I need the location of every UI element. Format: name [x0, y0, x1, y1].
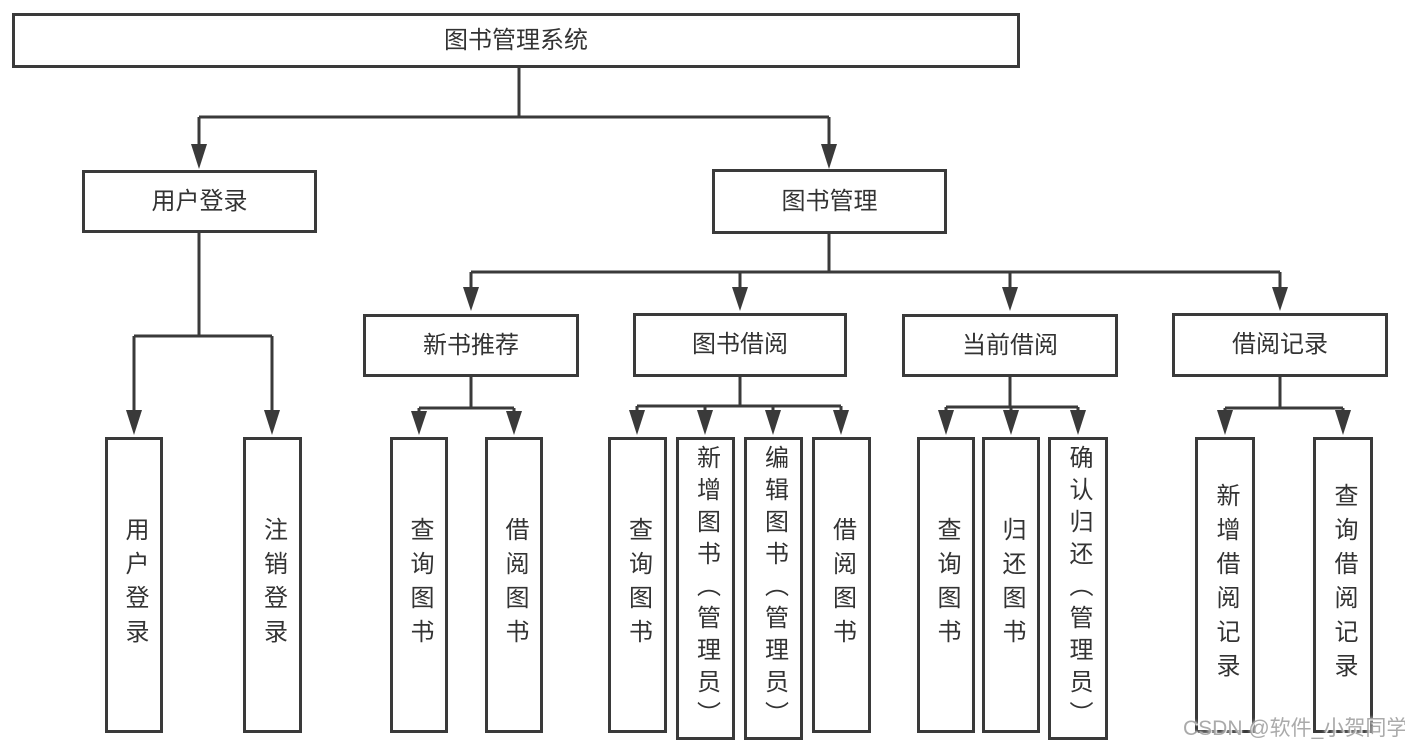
connector-line [635, 377, 843, 413]
arrowhead-rec-borrow-books [506, 411, 522, 435]
leaf-rec-borrow-books: 借阅图书 [485, 437, 543, 733]
leaf-rec-query-books: 查询图书 [390, 437, 448, 733]
connector-book-borrowing-children [629, 377, 849, 435]
connector-current-borrowing-children [938, 377, 1086, 435]
arrowhead-book-borrowing [732, 287, 748, 311]
leaf-logout: 注销登录 [243, 437, 302, 733]
leaf-recs-query-record: 查询借阅记录 [1313, 437, 1373, 733]
arrowhead-cur-confirm-return [1070, 410, 1086, 435]
node-book-management: 图书管理 [712, 169, 947, 234]
node-root: 图书管理系统 [12, 13, 1020, 68]
connector-new-book-recommend-children [411, 377, 522, 435]
connector-line [197, 68, 831, 147]
leaf-login: 用户登录 [105, 437, 163, 733]
node-current-borrowing: 当前借阅 [902, 314, 1118, 377]
csdn-watermark: CSDN @软件_小贺同学 [1183, 717, 1405, 740]
leaf-bor-query-books: 查询图书 [608, 437, 667, 733]
leaf-bor-edit-books-admin: 编辑图书（管理员） [744, 437, 803, 740]
leaf-recs-add-record: 新增借阅记录 [1195, 437, 1255, 733]
connector-line [417, 377, 516, 414]
connector-user-login-children [126, 233, 280, 435]
arrowhead-bor-edit-books [765, 410, 781, 435]
connector-root-to-level2 [191, 68, 837, 169]
arrowhead-current-borrowing [1002, 287, 1018, 311]
connector-line [132, 233, 274, 413]
arrowhead-book-management [821, 144, 837, 169]
connector-line [944, 377, 1080, 413]
arrowhead-bor-borrow-books [833, 410, 849, 435]
arrowhead-logout [264, 410, 280, 435]
node-borrowing-records: 借阅记录 [1172, 313, 1388, 377]
connector-book-management-children [463, 234, 1288, 311]
arrowhead-recs-query-record [1335, 410, 1351, 435]
arrowhead-cur-return-books [1003, 410, 1019, 435]
leaf-bor-add-books-admin: 新增图书（管理员） [676, 437, 735, 740]
node-user-login: 用户登录 [82, 170, 317, 233]
arrowhead-user-login [191, 144, 207, 169]
connector-line [469, 234, 1282, 290]
connector-line [1223, 377, 1345, 413]
node-new-book-recommend: 新书推荐 [363, 314, 579, 377]
leaf-cur-query-books: 查询图书 [917, 437, 975, 733]
node-book-borrowing: 图书借阅 [633, 313, 847, 377]
connector-borrowing-records-children [1217, 377, 1351, 435]
arrowhead-cur-query-books [938, 410, 954, 435]
arrowhead-bor-add-books [697, 410, 713, 435]
leaf-cur-confirm-return-admin: 确认归还（管理员） [1048, 437, 1108, 740]
arrowhead-new-book-recommend [463, 287, 479, 311]
arrowhead-rec-query-books [411, 411, 427, 435]
leaf-cur-return-books: 归还图书 [982, 437, 1040, 733]
leaf-bor-borrow-books: 借阅图书 [812, 437, 871, 733]
arrowhead-recs-add-record [1217, 410, 1233, 435]
arrowhead-login [126, 410, 142, 435]
arrowhead-borrowing-records [1272, 287, 1288, 311]
arrowhead-bor-query-books [629, 410, 645, 435]
